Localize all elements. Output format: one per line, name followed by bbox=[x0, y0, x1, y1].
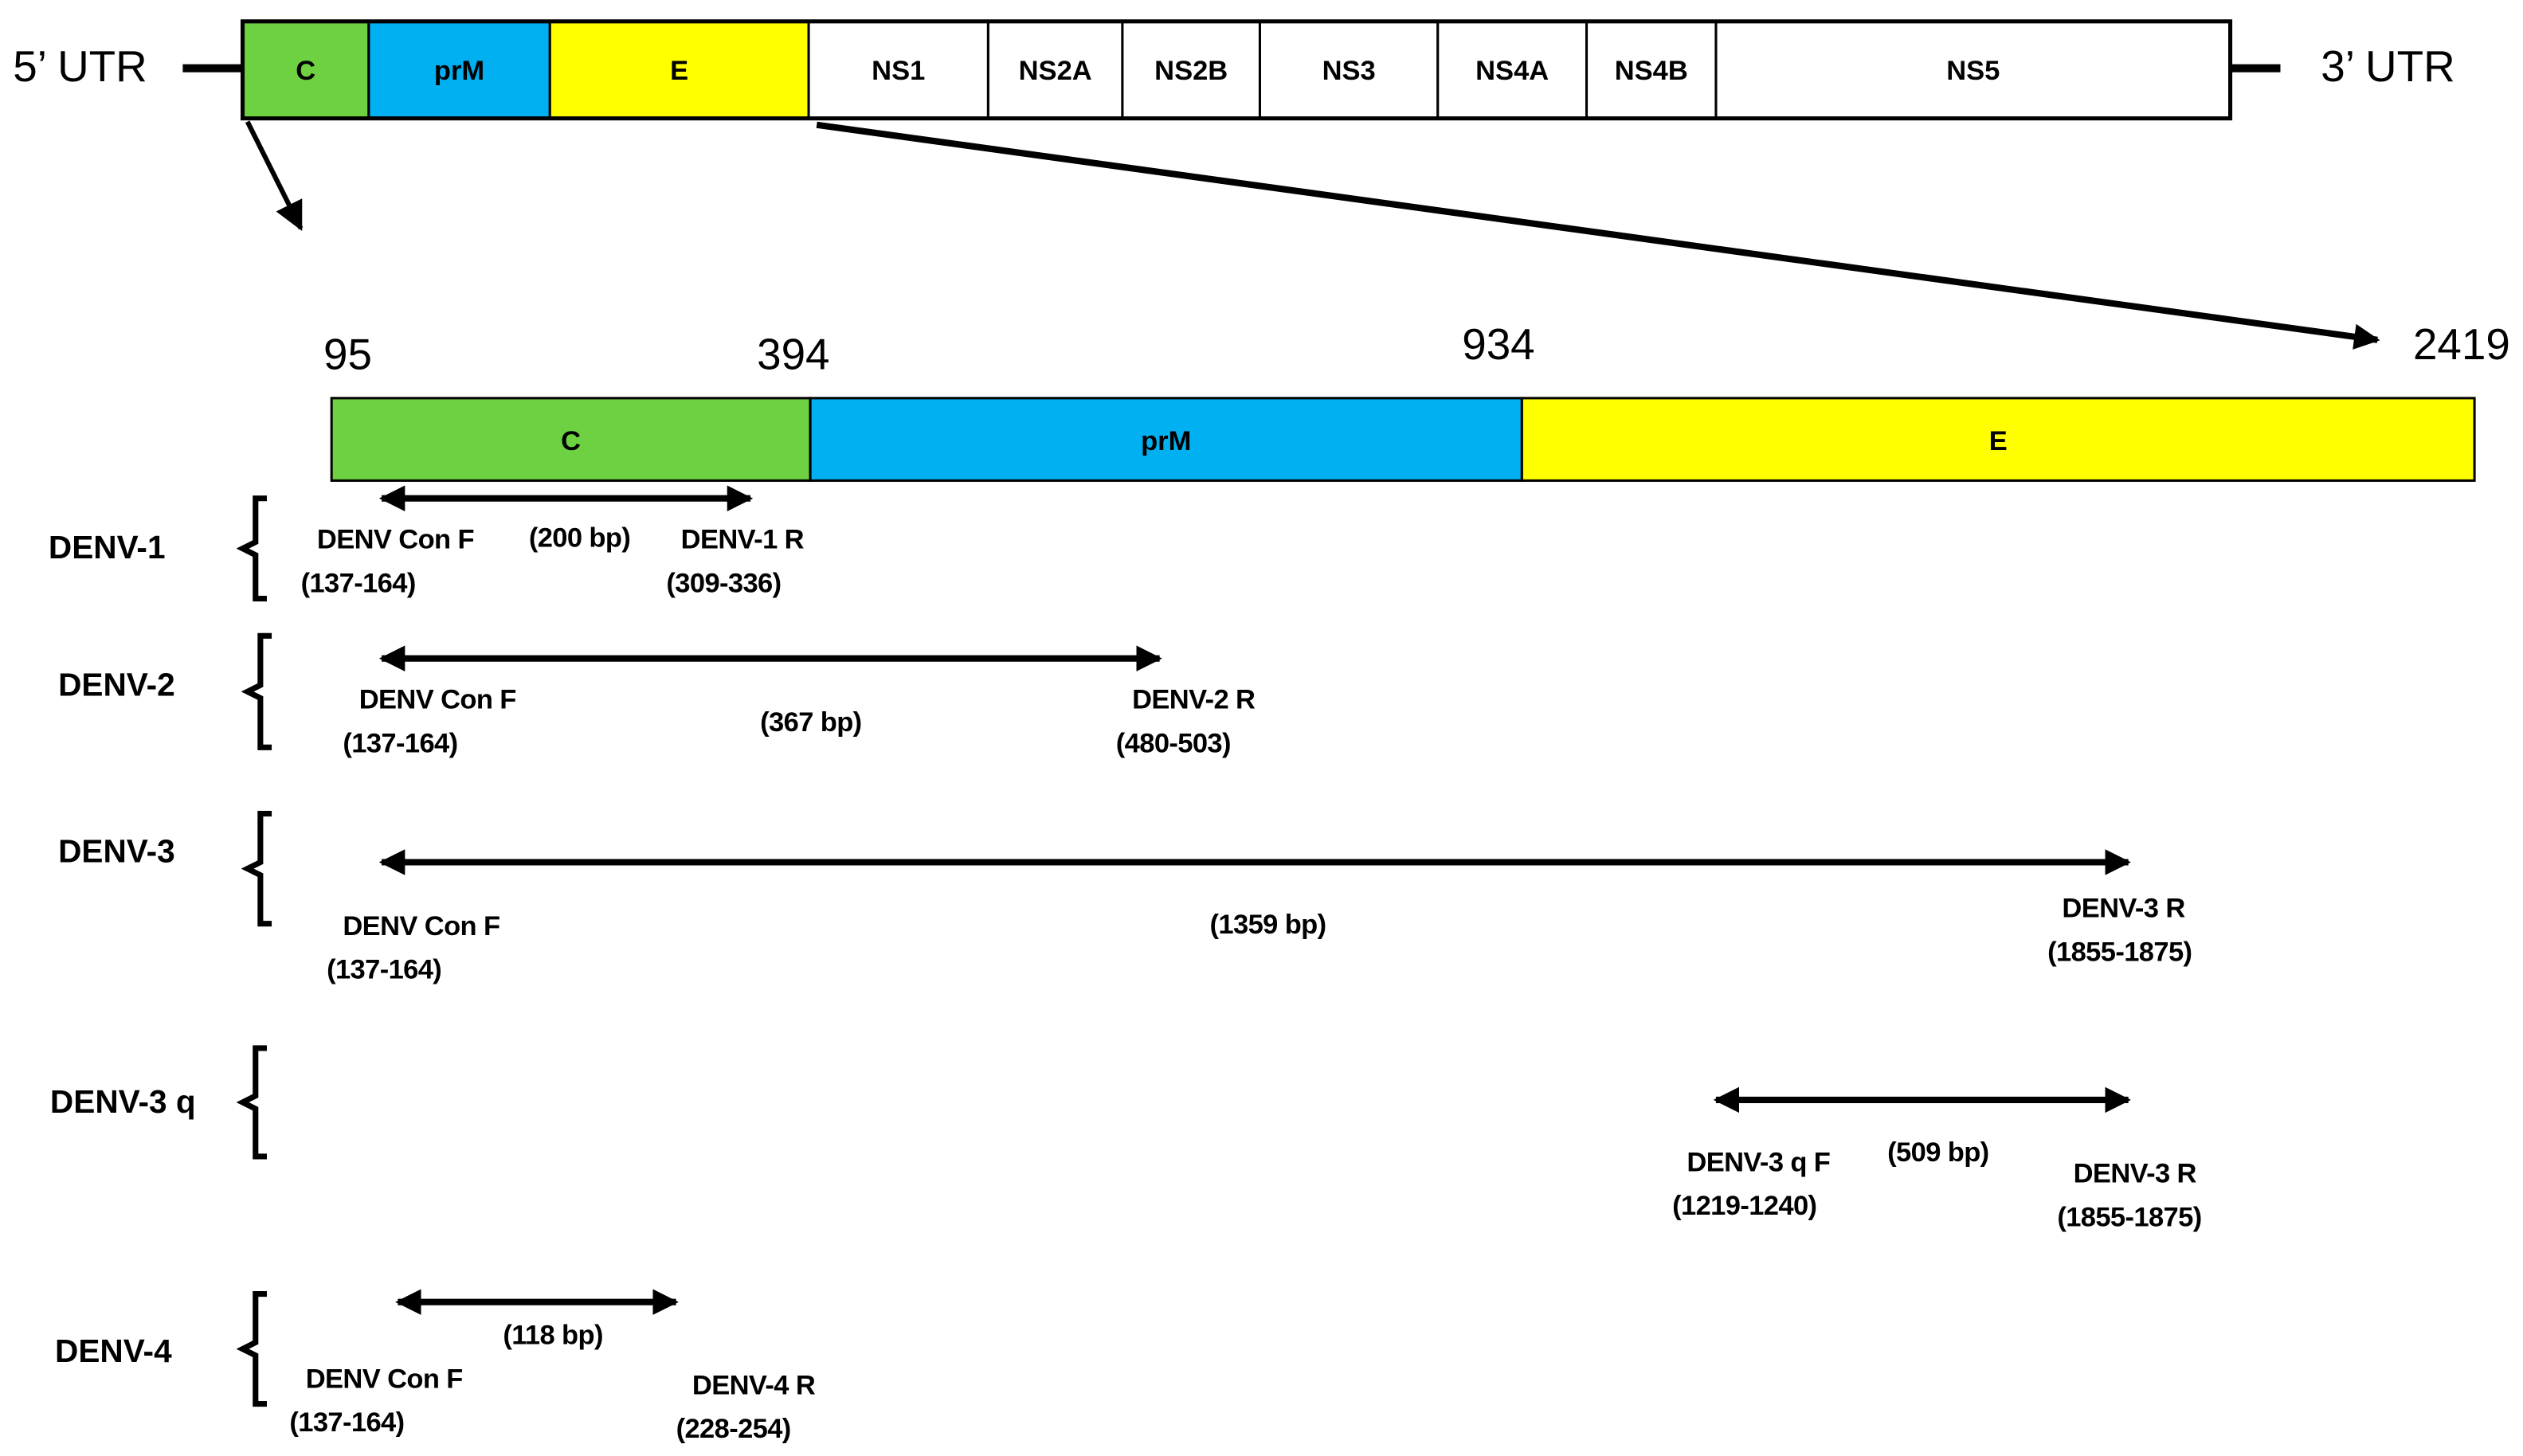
brace bbox=[241, 811, 272, 927]
position-label: 2419 bbox=[2413, 319, 2510, 369]
zoom-segment-e: E bbox=[1520, 397, 2476, 482]
segment-box bbox=[1258, 20, 1440, 120]
genome-segment-ns1: NS1 bbox=[807, 20, 989, 120]
segment-label: prM bbox=[1141, 426, 1191, 456]
reverse-primer-range: (228-254) bbox=[676, 1414, 791, 1444]
segment-box bbox=[1121, 20, 1261, 120]
reverse-primer-name: DENV-2 R bbox=[1132, 685, 1256, 715]
segment-box bbox=[807, 20, 989, 120]
primer-row-denv-3-q: DENV-3 q DENV-3 q F (1219-1240) (509 bp) DEN… bbox=[50, 1045, 2202, 1232]
segment-label: NS3 bbox=[1322, 56, 1376, 86]
genome-segment-ns4a: NS4A bbox=[1436, 20, 1589, 120]
zoom-segment-prm: prM bbox=[809, 397, 1523, 482]
zoom-segment-c: C bbox=[330, 397, 812, 482]
serotype-label: DENV-1 bbox=[49, 529, 166, 566]
segment-box bbox=[330, 397, 812, 482]
forward-primer-range: (137-164) bbox=[289, 1407, 404, 1438]
utr3-label: 3’ UTR bbox=[2321, 41, 2454, 91]
genome-segment-ns2a: NS2A bbox=[986, 20, 1124, 120]
position-label: 95 bbox=[323, 329, 372, 378]
zoom-arrow-left bbox=[245, 120, 304, 231]
brace bbox=[236, 1290, 267, 1407]
segment-box bbox=[1520, 397, 2476, 482]
reverse-primer-range: (1855-1875) bbox=[2047, 937, 2192, 967]
reverse-primer-name: DENV-3 R bbox=[2074, 1158, 2197, 1188]
segment-label: E bbox=[1989, 426, 2008, 456]
brace bbox=[236, 1045, 267, 1160]
amplicon-size: (367 bp) bbox=[760, 707, 861, 738]
segment-label: E bbox=[670, 56, 688, 86]
genome-segment-c: C bbox=[241, 20, 370, 120]
utr5-label: 5’ UTR bbox=[13, 41, 147, 91]
reverse-primer-name: DENV-3 R bbox=[2062, 894, 2185, 924]
zoom-arrow-right bbox=[816, 121, 2380, 350]
serotype-label: DENV-3 q bbox=[50, 1083, 196, 1120]
genome-segment-ns3: NS3 bbox=[1258, 20, 1440, 120]
forward-primer-name: DENV Con F bbox=[343, 911, 500, 941]
forward-primer-name: DENV Con F bbox=[317, 525, 474, 555]
brace bbox=[241, 632, 272, 750]
genome-segment-ns4b: NS4B bbox=[1585, 20, 1718, 120]
serotype-label: DENV-3 bbox=[58, 833, 175, 870]
segment-label: NS2B bbox=[1154, 56, 1228, 86]
reverse-primer-name: DENV-1 R bbox=[681, 525, 805, 555]
forward-primer-range: (137-164) bbox=[327, 955, 441, 985]
forward-primer-range: (1219-1240) bbox=[1672, 1191, 1816, 1221]
reverse-primer-range: (309-336) bbox=[666, 568, 781, 598]
segment-label: NS5 bbox=[1946, 56, 2000, 86]
forward-primer-range: (137-164) bbox=[301, 568, 416, 598]
forward-primer-name: DENV Con F bbox=[306, 1364, 463, 1394]
genome-segment-ns2b: NS2B bbox=[1121, 20, 1261, 120]
amplicon-size: (509 bp) bbox=[1887, 1137, 1988, 1168]
reverse-primer-range: (480-503) bbox=[1116, 728, 1231, 758]
genome-segment-prm: prM bbox=[367, 20, 551, 120]
forward-primer-range: (137-164) bbox=[343, 728, 457, 758]
reverse-primer-name: DENV-4 R bbox=[692, 1370, 816, 1400]
position-label: 934 bbox=[1462, 319, 1534, 369]
amplicon-size: (118 bp) bbox=[503, 1320, 603, 1350]
segment-label: NS2A bbox=[1019, 56, 1092, 86]
amplicon-size: (200 bp) bbox=[529, 523, 630, 554]
segment-label: NS4B bbox=[1615, 56, 1688, 86]
segment-label: prM bbox=[434, 56, 484, 86]
genome-segment-e: E bbox=[548, 20, 810, 120]
genome-segment-ns5: NS5 bbox=[1714, 20, 2232, 120]
segment-label: NS1 bbox=[872, 56, 925, 86]
segment-label: NS4A bbox=[1475, 56, 1549, 86]
segment-box bbox=[809, 397, 1523, 482]
primer-row-denv-1: DENV-1 DENV Con F (137-164) (200 bp) DENV-1 … bbox=[49, 485, 805, 602]
forward-primer-name: DENV Con F bbox=[359, 685, 516, 715]
reverse-primer-range: (1855-1875) bbox=[2057, 1202, 2201, 1232]
segment-label: C bbox=[296, 56, 315, 86]
segment-label: C bbox=[561, 426, 581, 456]
forward-primer-name: DENV-3 q F bbox=[1687, 1147, 1830, 1177]
brace bbox=[236, 495, 267, 602]
position-label: 394 bbox=[757, 329, 829, 378]
segment-box bbox=[548, 20, 810, 120]
amplicon-size: (1359 bp) bbox=[1210, 910, 1326, 940]
serotype-label: DENV-2 bbox=[58, 666, 175, 703]
serotype-label: DENV-4 bbox=[55, 1333, 172, 1369]
